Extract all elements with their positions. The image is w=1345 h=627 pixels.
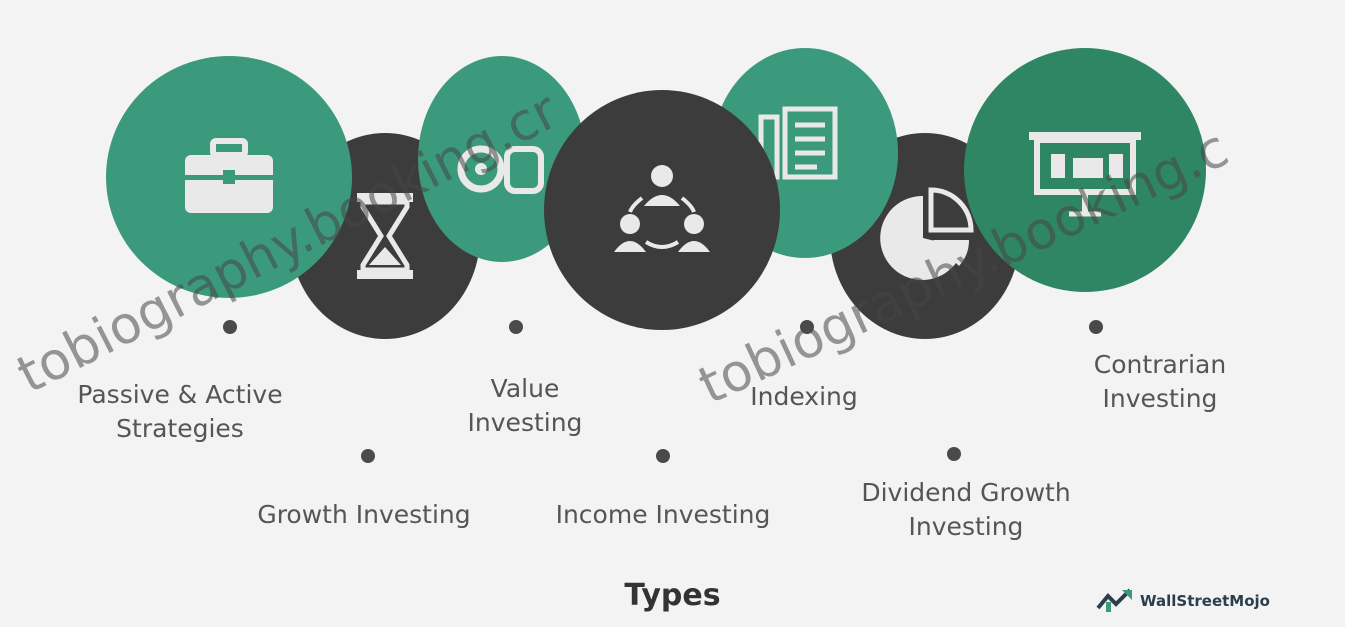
briefcase-icon [185,138,273,213]
circle-passive-active [106,56,352,298]
dot-contrarian [1089,320,1103,334]
dot-income-investing [656,449,670,463]
presentation-board-icon [1029,132,1141,217]
label-income-investing: Income Investing [555,500,771,529]
label-growth-investing: Growth Investing [257,500,471,529]
dot-growth-investing [361,449,375,463]
pie-chart-icon [880,187,974,280]
circle-income-investing [544,90,780,330]
diagram-title: Types [624,578,721,613]
label-passive-active: Passive & Active Strategies [77,380,283,443]
people-network-icon [614,165,710,252]
coins-icon [457,145,544,194]
dot-passive-active [223,320,237,334]
label-contrarian: Contrarian Investing [1093,350,1227,413]
brand-logo: WallStreetMojo [1096,588,1270,614]
dot-dividend-growth [947,447,961,461]
label-value-investing: Value Investing [467,374,583,437]
dot-indexing [800,320,814,334]
hourglass-icon [357,193,413,279]
label-indexing: Indexing [750,382,858,411]
logo-mark-icon [1096,588,1132,612]
dot-value-investing [509,320,523,334]
logo-text: WallStreetMojo [1140,592,1270,610]
label-dividend-growth: Dividend Growth Investing [861,478,1071,541]
circle-contrarian [964,48,1206,292]
